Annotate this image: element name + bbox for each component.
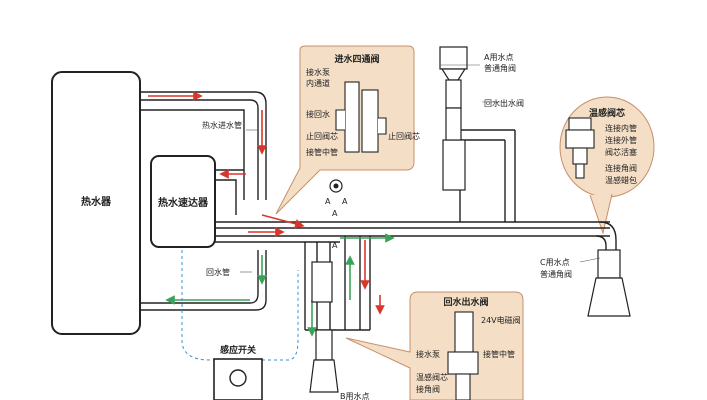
return-outlet-valve-callout: [345, 291, 524, 400]
valve-core-title: 温感阀芯: [589, 107, 625, 119]
four-way-label-1: 接水泵: [306, 67, 330, 77]
four-way-label-3: 接回水: [306, 109, 330, 119]
four-way-label-2: 内通道: [306, 78, 330, 88]
valve-core-label-1: 连接内管: [605, 123, 637, 133]
outlet-a-extra: 回水出水阀: [484, 98, 524, 108]
control-wires: [181, 250, 299, 361]
return-pipe-label: 回水管: [206, 267, 230, 277]
valve-core-label-2: 连接外管: [605, 135, 637, 145]
return-outlet-valve-title: 回水出水阀: [443, 296, 488, 308]
return-flow-arrows: [165, 233, 395, 337]
outlet-a-faucet: [439, 46, 468, 191]
return-outlet-label-1: 24V电磁阀: [481, 315, 521, 325]
four-way-label-4: 止回阀芯: [306, 131, 338, 141]
section-mark-a2: A: [342, 197, 348, 206]
hot-water-pipe-label: 热水进水管: [202, 120, 242, 130]
outlet-b-faucet: [309, 261, 339, 393]
outlet-c-title: C用水点: [540, 257, 570, 267]
outlet-c-subtitle: 普通角阀: [540, 269, 572, 279]
hot-flow-arrows: [148, 91, 385, 315]
return-outlet-label-3: 接管中管: [483, 349, 515, 359]
outlet-b-title: B用水点: [340, 391, 370, 400]
section-mark-a4: A: [332, 241, 338, 250]
valve-core-part: [565, 117, 595, 179]
outlet-c-faucet: [587, 249, 631, 317]
sensor-switch-button[interactable]: [229, 369, 247, 387]
water-heater: [51, 71, 141, 335]
section-mark-a1: A: [325, 197, 331, 206]
return-outlet-valve-part: [447, 311, 479, 400]
booster-label: 热水速达器: [158, 196, 209, 209]
four-way-label-5: 接管中管: [306, 147, 338, 157]
return-outlet-label-5: 接角阀: [416, 384, 440, 394]
section-mark-a3: A: [332, 209, 338, 218]
valve-core-label-3: 阀芯活塞: [605, 147, 637, 157]
valve-core-label-5: 温感蜡包: [605, 175, 637, 185]
water-heater-label: 热水器: [81, 195, 112, 208]
four-way-valve-title: 进水四通阀: [334, 53, 379, 65]
return-outlet-label-4: 温感阀芯: [416, 372, 448, 382]
outlet-a-subtitle: 普通角阀: [484, 63, 516, 73]
four-way-label-6: 止回阀芯: [388, 131, 420, 141]
valve-core-label-4: 连接角阀: [605, 163, 637, 173]
four-way-valve-part: [335, 81, 387, 153]
sensor-switch-label: 感应开关: [220, 344, 256, 356]
leader-lines: [240, 64, 601, 273]
return-outlet-label-2: 接水泵: [416, 349, 440, 359]
booster-unit: [150, 155, 216, 248]
outlet-a-title: A用水点: [484, 52, 513, 62]
